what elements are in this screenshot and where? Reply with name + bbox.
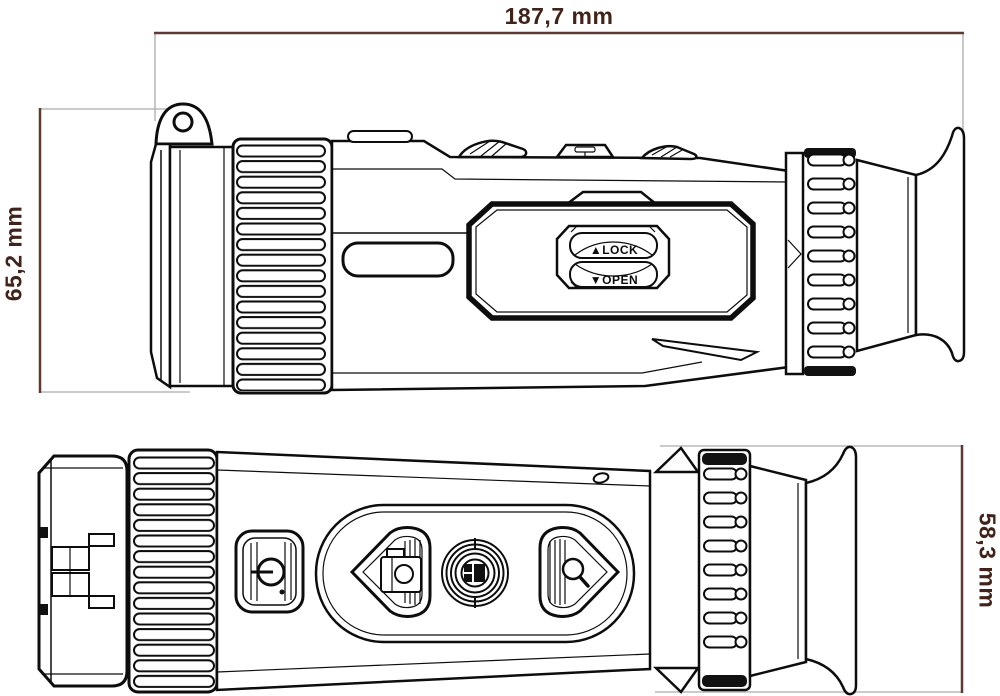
lanyard-hole <box>172 111 194 133</box>
focus-ring <box>231 137 334 395</box>
power-button <box>234 529 305 614</box>
side-label-recess <box>341 241 455 278</box>
dimension-label-height: 65,2 mm <box>0 205 27 302</box>
lock-open-rocker: ▲LOCK ▼OPEN <box>555 224 671 290</box>
lens-cap-top <box>37 454 129 688</box>
grip-wedge <box>651 338 761 362</box>
menu-grid-icon <box>464 564 485 582</box>
dimension-label-length: 187,7 mm <box>504 3 614 29</box>
eyepiece-barrel-top <box>748 464 808 678</box>
dimension-lines <box>38 31 964 693</box>
battery-cover: ▲LOCK ▼OPEN <box>466 190 756 321</box>
eyecup-top <box>804 445 858 696</box>
focus-ring-top <box>127 448 219 694</box>
menu-button <box>441 538 509 608</box>
camera-button <box>349 526 432 618</box>
zoom-button <box>538 526 621 618</box>
camera-icon <box>380 548 422 593</box>
bottom-fin <box>652 666 701 694</box>
top-view <box>37 445 858 696</box>
mic-hole-icon <box>592 472 610 484</box>
top-slot <box>347 130 413 143</box>
lanyard-loop-icon <box>154 102 214 146</box>
open-label: ▼OPEN <box>590 273 638 287</box>
objective-lens <box>149 142 235 390</box>
side-view: ▲LOCK ▼OPEN <box>149 102 966 395</box>
lock-label: ▲LOCK <box>590 243 638 257</box>
eyepiece-barrel <box>855 158 918 353</box>
diopter-ring-side <box>804 148 856 376</box>
dimension-label-width: 58,3 mm <box>974 512 1000 609</box>
power-icon <box>251 557 286 595</box>
control-pad <box>314 503 636 644</box>
top-fin <box>652 446 701 474</box>
top-buttons-profile <box>456 139 698 161</box>
diopter-ring-top <box>697 448 752 692</box>
eyecup-side <box>914 126 966 363</box>
magnifier-icon <box>561 557 590 588</box>
rear-band <box>784 151 805 376</box>
